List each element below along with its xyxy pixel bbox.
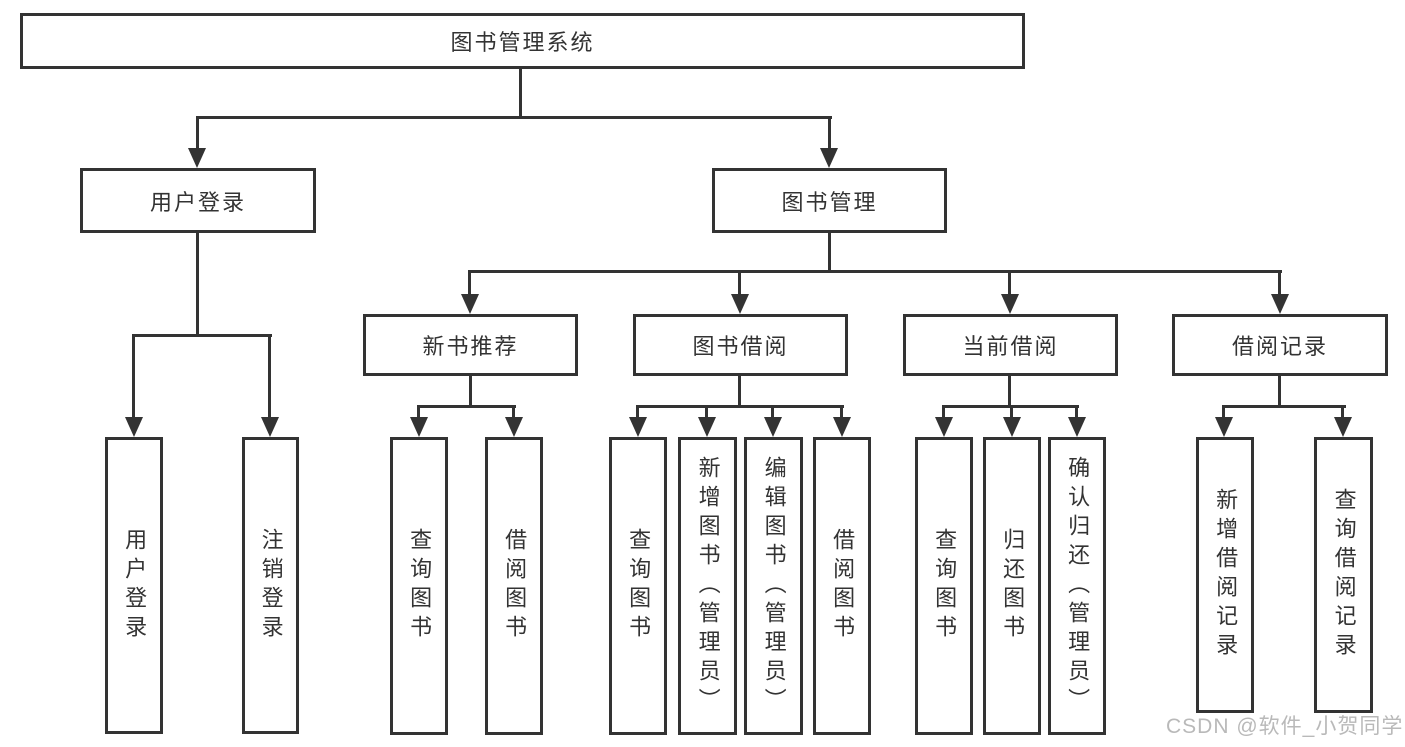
node-user-login-leaf-label: 用户登录	[122, 527, 148, 644]
node-borrowing-add-books-admin: 新增图书（管理员）	[678, 437, 737, 735]
connector-line	[268, 334, 271, 420]
arrow-down-icon	[820, 148, 838, 168]
node-borrowing-query-books: 查询图书	[609, 437, 667, 735]
node-user-login: 用户登录	[80, 168, 316, 233]
connector-root-stem	[519, 69, 522, 118]
node-records-query-record: 查询借阅记录	[1314, 437, 1373, 713]
arrow-down-icon	[731, 294, 749, 314]
node-borrowing-edit-books-admin-label: 编辑图书（管理员）	[761, 455, 787, 717]
node-current-query-books-label: 查询图书	[932, 528, 958, 644]
node-recommend-query-books: 查询图书	[390, 437, 448, 735]
connector-line	[512, 405, 515, 420]
node-book-management: 图书管理	[712, 168, 947, 233]
arrow-down-icon	[1068, 417, 1086, 437]
connector-line	[417, 405, 420, 420]
arrow-down-icon	[833, 417, 851, 437]
connector-line	[942, 405, 945, 420]
arrow-down-icon	[188, 148, 206, 168]
connector-line	[417, 405, 516, 408]
connector-line	[1222, 405, 1225, 420]
connector-line	[1222, 405, 1346, 408]
arrow-down-icon	[1271, 294, 1289, 314]
connector-user-login-down	[196, 233, 199, 336]
node-current-borrowing: 当前借阅	[903, 314, 1118, 376]
node-borrowing-borrow-books: 借阅图书	[813, 437, 871, 735]
connector-line	[738, 376, 741, 407]
arrow-down-icon	[125, 417, 143, 437]
connector-line	[1278, 376, 1281, 407]
arrow-down-icon	[935, 417, 953, 437]
arrow-down-icon	[505, 417, 523, 437]
node-book-borrowing-label: 图书借阅	[692, 334, 789, 359]
node-borrowing-borrow-books-label: 借阅图书	[830, 528, 856, 644]
arrow-down-icon	[1215, 417, 1233, 437]
connector-user-login-hbar	[132, 334, 272, 337]
arrow-down-icon	[410, 417, 428, 437]
connector-line	[636, 405, 844, 408]
node-borrowing-edit-books-admin: 编辑图书（管理员）	[744, 437, 803, 735]
connector-line	[636, 405, 639, 420]
node-current-confirm-return-admin-label: 确认归还（管理员）	[1065, 455, 1091, 717]
connector-line	[1008, 376, 1011, 407]
node-new-book-recommend: 新书推荐	[363, 314, 578, 376]
connector-line	[1278, 270, 1281, 297]
node-recommend-borrow-books-label: 借阅图书	[502, 528, 528, 644]
node-logout-leaf-label: 注销登录	[258, 527, 284, 644]
node-recommend-borrow-books: 借阅图书	[485, 437, 543, 735]
node-current-return-books-label: 归还图书	[1000, 528, 1026, 644]
connector-line	[705, 405, 708, 420]
arrow-down-icon	[764, 417, 782, 437]
connector-line	[771, 405, 774, 420]
arrow-down-icon	[629, 417, 647, 437]
node-current-confirm-return-admin: 确认归还（管理员）	[1048, 437, 1106, 735]
node-borrowing-query-books-label: 查询图书	[626, 528, 652, 644]
node-borrowing-records: 借阅记录	[1172, 314, 1388, 376]
csdn-watermark: CSDN @软件_小贺同学	[1166, 715, 1404, 738]
arrow-down-icon	[1334, 417, 1352, 437]
connector-line	[738, 270, 741, 297]
connector-line	[468, 270, 471, 297]
connector-line	[1341, 405, 1344, 420]
arrow-down-icon	[698, 417, 716, 437]
node-user-login-leaf: 用户登录	[105, 437, 163, 734]
connector-user-login-stem	[196, 116, 199, 150]
connector-line	[1075, 405, 1078, 420]
arrow-down-icon	[261, 417, 279, 437]
connector-line	[132, 334, 135, 420]
connector-line	[1008, 270, 1011, 297]
node-records-add-record-label: 新增借阅记录	[1213, 488, 1239, 662]
node-user-login-label: 用户登录	[149, 189, 246, 215]
node-recommend-query-books-label: 查询图书	[407, 528, 433, 644]
node-records-query-record-label: 查询借阅记录	[1331, 488, 1357, 662]
node-borrowing-records-label: 借阅记录	[1231, 334, 1328, 359]
node-borrowing-add-books-admin-label: 新增图书（管理员）	[695, 455, 721, 717]
node-current-query-books: 查询图书	[915, 437, 973, 735]
node-logout-leaf: 注销登录	[242, 437, 299, 734]
node-book-management-label: 图书管理	[781, 189, 878, 215]
connector-line	[469, 376, 472, 407]
node-new-book-recommend-label: 新书推荐	[422, 334, 519, 359]
node-library-system: 图书管理系统	[20, 13, 1025, 69]
node-book-borrowing: 图书借阅	[633, 314, 848, 376]
node-records-add-record: 新增借阅记录	[1196, 437, 1254, 713]
arrow-down-icon	[461, 294, 479, 314]
node-current-return-books: 归还图书	[983, 437, 1041, 735]
connector-line	[840, 405, 843, 420]
connector-book-mgmt-stem	[828, 116, 831, 150]
connector-book-mgmt-down	[828, 233, 831, 272]
connector-root-hbar	[196, 116, 832, 119]
connector-line	[1010, 405, 1013, 420]
node-library-system-label: 图书管理系统	[450, 30, 595, 55]
arrow-down-icon	[1001, 294, 1019, 314]
arrow-down-icon	[1003, 417, 1021, 437]
connector-book-mgmt-hbar	[468, 270, 1282, 273]
node-current-borrowing-label: 当前借阅	[962, 334, 1059, 359]
